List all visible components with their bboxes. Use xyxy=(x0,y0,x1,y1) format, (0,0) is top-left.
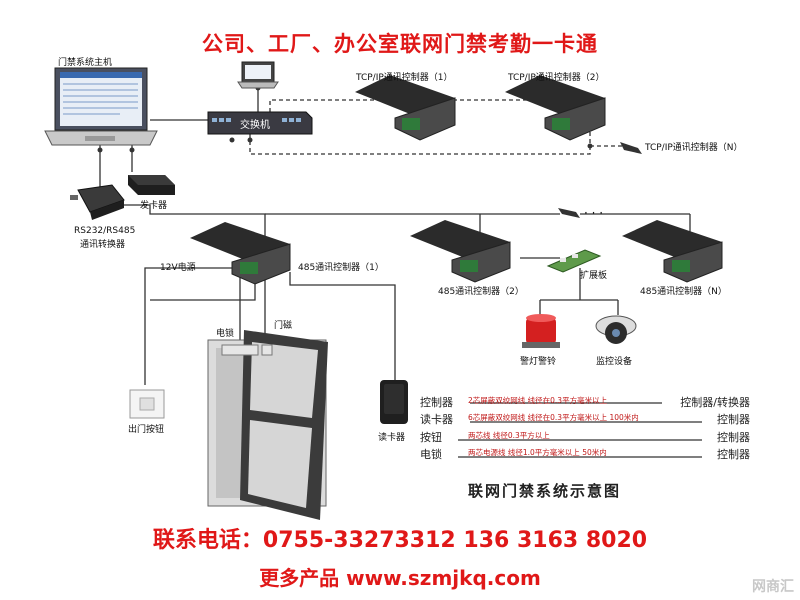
alarm-light-icon xyxy=(522,314,560,348)
wiring xyxy=(99,88,691,385)
c485-1-label: 485通讯控制器（1） xyxy=(298,263,384,273)
host-label: 门禁系统主机 xyxy=(58,58,113,68)
legend-device: 控制器 xyxy=(420,396,453,409)
switch-icon xyxy=(207,111,313,135)
diagram-caption: 联网门禁系统示意图 xyxy=(468,482,622,500)
lock-label: 电锁 xyxy=(216,329,235,339)
contact-web[interactable]: 更多产品 www.szmjkq.com xyxy=(259,566,541,590)
legend-target: 控制器 xyxy=(717,448,750,461)
camera-label: 监控设备 xyxy=(596,357,633,367)
legend-row-button: 按钮 两芯线 线径0.3平方以上 控制器 xyxy=(420,429,750,445)
tcp-controller-1-icon xyxy=(355,75,456,141)
c485-2-label: 485通讯控制器（2） xyxy=(438,287,524,297)
page-title: 公司、工厂、办公室联网门禁考勤一卡通 xyxy=(202,32,598,56)
legend-device: 电锁 xyxy=(420,448,442,461)
legend-target: 控制器/转换器 xyxy=(680,396,750,409)
power-label: 12V电源 xyxy=(160,263,196,273)
tcp2-label: TCP/IP通讯控制器（2） xyxy=(508,73,605,83)
c485-controller-1-icon xyxy=(190,222,291,285)
c485-controller-n-icon xyxy=(622,220,723,283)
tcpn-label: TCP/IP通讯控制器（N） xyxy=(645,143,743,153)
card-issuer-icon xyxy=(128,175,175,195)
reader-label: 读卡器 xyxy=(378,433,406,443)
c485-n-label: 485通讯控制器（N） xyxy=(640,287,727,297)
bus-node-icon xyxy=(558,208,580,218)
client-laptop-icon xyxy=(237,61,279,89)
legend-lines xyxy=(458,402,702,458)
expansion-label: 扩展板 xyxy=(580,271,608,281)
tcp-controller-2-icon xyxy=(505,75,606,141)
legend-note: 2芯屏蔽双绞网线 线径在0.3平方毫米以上 xyxy=(468,396,608,405)
alarm-label: 警灯警铃 xyxy=(520,357,557,367)
expansion-board-icon xyxy=(546,249,602,273)
exit-button-label: 出门按钮 xyxy=(128,425,165,435)
card-reader-icon xyxy=(380,380,408,424)
door-icon xyxy=(207,330,328,520)
legend-device: 按钮 xyxy=(420,431,442,444)
switch-label: 交换机 xyxy=(240,120,270,131)
legend-row-controller: 控制器 2芯屏蔽双绞网线 线径在0.3平方毫米以上 控制器/转换器 xyxy=(420,394,750,410)
card-issuer-label: 发卡器 xyxy=(140,201,168,211)
converter-icon xyxy=(70,184,125,220)
exit-button-icon xyxy=(129,389,165,419)
watermark-logo: 网商汇 xyxy=(752,579,794,595)
converter-label-1: RS232/RS485 xyxy=(74,226,136,236)
camera-icon xyxy=(595,315,637,344)
legend-target: 控制器 xyxy=(717,431,750,444)
tcp1-label: TCP/IP通讯控制器（1） xyxy=(356,73,453,83)
c485-controller-2-icon xyxy=(410,220,511,283)
bus-ellipsis: · · · xyxy=(584,206,604,220)
tcp-controller-n-icon xyxy=(620,142,642,154)
legend-note: 两芯线 线径0.3平方以上 xyxy=(468,431,550,440)
legend-row-reader: 读卡器 6芯屏蔽双绞网线 线径在0.3平方毫米以上 100米内 控制器 xyxy=(420,411,750,427)
converter-label-2: 通讯转换器 xyxy=(80,240,126,250)
legend-target: 控制器 xyxy=(717,413,750,426)
legend-note: 两芯电源线 线径1.0平方毫米以上 50米内 xyxy=(468,448,607,457)
legend-device: 读卡器 xyxy=(420,413,453,426)
legend-row-lock: 电锁 两芯电源线 线径1.0平方毫米以上 50米内 控制器 xyxy=(420,446,750,462)
host-laptop-icon xyxy=(44,67,158,146)
door-sensor-label: 门磁 xyxy=(274,321,293,331)
legend-note: 6芯屏蔽双绞网线 线径在0.3平方毫米以上 100米内 xyxy=(468,413,639,422)
contact-phone: 联系电话：0755-33273312 136 3163 8020 xyxy=(152,528,648,553)
